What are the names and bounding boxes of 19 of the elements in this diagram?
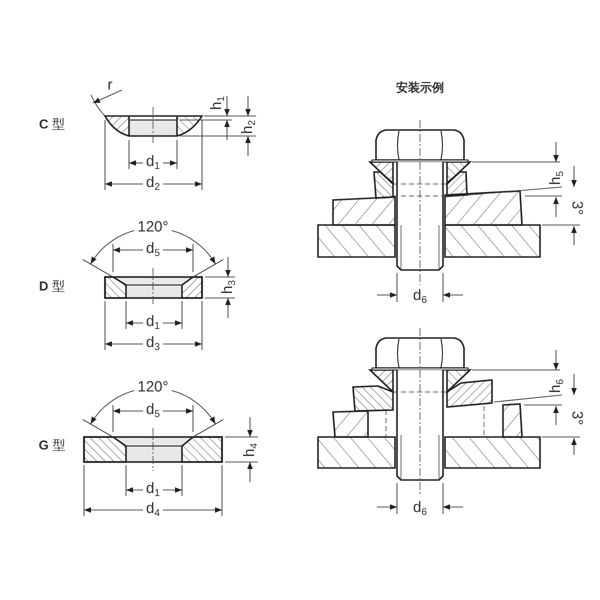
dimension-label: d$_{6}$ (412, 288, 428, 306)
type-label: D 型 (38, 280, 66, 292)
dimension-label: d$_{4}$ (145, 501, 161, 519)
type-label: C 型 (38, 118, 66, 130)
dimension-label: d$_{1}$ (145, 481, 161, 499)
angle-label: 3° (570, 410, 584, 426)
dimension-label: d$_{5}$ (145, 402, 161, 420)
angle-label: 120° (136, 220, 170, 234)
angle-label: 3° (570, 200, 584, 216)
type-label: G 型 (38, 438, 66, 452)
dimension-label: d$_{5}$ (145, 241, 161, 259)
dimension-label: d$_{6}$ (412, 500, 428, 518)
angle-label: 120° (136, 380, 170, 394)
dimension-label: d$_{1}$ (145, 154, 161, 172)
dimension-label: r (106, 78, 114, 92)
dimension-label: d$_{2}$ (145, 175, 161, 193)
dimension-label: d$_{1}$ (145, 314, 161, 332)
section-heading: 安装示例 (396, 80, 444, 96)
dimension-label: d$_{3}$ (145, 335, 161, 353)
